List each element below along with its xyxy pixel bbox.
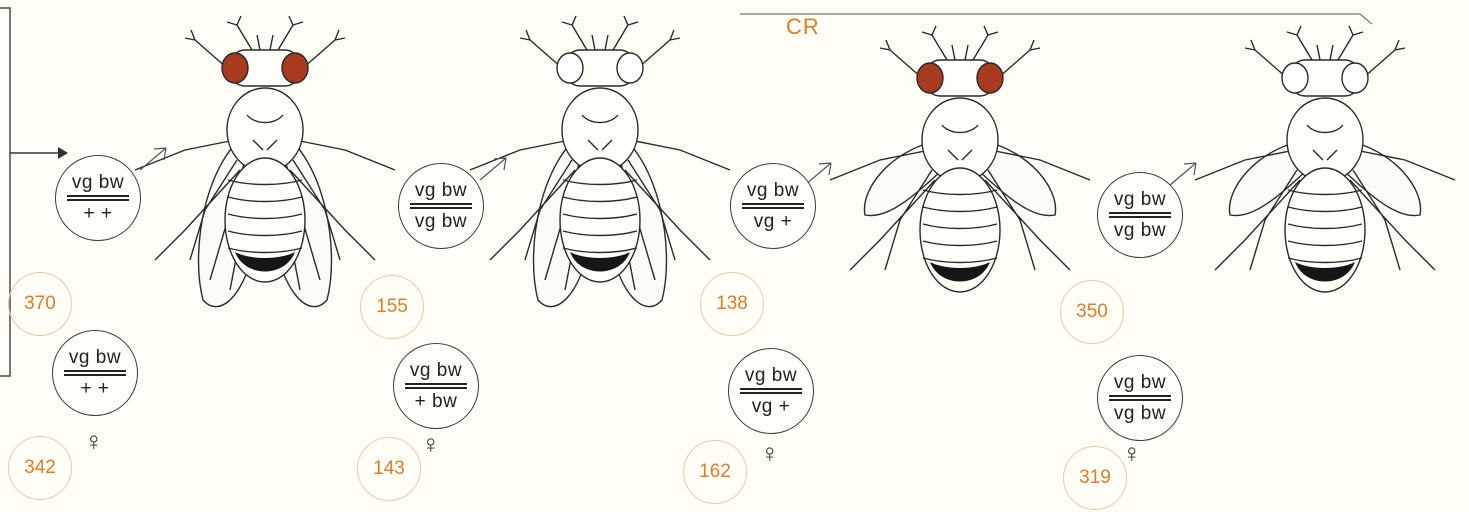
genotype-bottom-allele: + bw <box>415 392 458 412</box>
double-bar <box>1109 212 1171 218</box>
count-badge-1-bottom: 342 <box>8 436 72 500</box>
genotype-circle-4-top: vg bw vg bw <box>1097 172 1183 258</box>
genotype-circle-2-bottom: vg bw + bw <box>393 343 479 429</box>
genotype-top-allele: vg bw <box>415 181 467 201</box>
double-bar <box>410 203 472 209</box>
count-badge-2-bottom: 143 <box>357 437 421 501</box>
double-bar <box>67 195 129 201</box>
genotype-circle-1-bottom: vg bw + + <box>52 330 138 416</box>
fly-2 <box>470 16 730 307</box>
count-badge-3-top: 138 <box>700 272 764 336</box>
genotype-circle-2-top: vg bw vg bw <box>398 163 484 249</box>
genotype-circle-4-bottom: vg bw vg bw <box>1097 355 1183 441</box>
left-eye <box>917 63 943 93</box>
count-badge-1-top: 370 <box>8 272 72 336</box>
right-eye <box>977 63 1003 93</box>
count-badge-3-bottom: 162 <box>683 440 747 504</box>
genotype-bottom-allele: + + <box>81 379 110 399</box>
genotype-bottom-allele: vg + <box>752 397 790 417</box>
fly-4 <box>1195 26 1455 292</box>
genotype-top-allele: vg bw <box>1114 190 1166 210</box>
right-eye <box>282 53 308 83</box>
genotype-top-allele: vg bw <box>745 366 797 386</box>
pointer-arrow <box>1170 163 1196 185</box>
genotype-top-allele: vg bw <box>747 181 799 201</box>
fly-3 <box>830 26 1090 292</box>
double-bar <box>740 388 802 394</box>
genotype-bottom-allele: + + <box>84 204 113 224</box>
genotype-bottom-allele: vg + <box>754 212 792 232</box>
count-badge-4-top: 350 <box>1060 280 1124 344</box>
count-badge-2-top: 155 <box>360 275 424 339</box>
genotype-top-allele: vg bw <box>72 173 124 193</box>
genotype-top-allele: vg bw <box>410 361 462 381</box>
double-bar <box>64 370 126 376</box>
left-eye <box>1282 63 1308 93</box>
female-symbol-icon: ♀ <box>84 428 104 454</box>
genotype-circle-3-top: vg bw vg + <box>730 163 816 249</box>
genotype-top-allele: vg bw <box>1114 373 1166 393</box>
count-badge-4-bottom: 319 <box>1063 446 1127 510</box>
genotype-circle-3-bottom: vg bw vg + <box>728 348 814 434</box>
female-symbol-icon: ♀ <box>1122 440 1142 466</box>
genotype-bottom-allele: vg bw <box>415 212 467 232</box>
double-bar <box>742 203 804 209</box>
genotype-bottom-allele: vg bw <box>1114 404 1166 424</box>
genotype-top-allele: vg bw <box>69 348 121 368</box>
genotype-circle-1-top: vg bw + + <box>55 155 141 241</box>
double-bar <box>1109 395 1171 401</box>
female-symbol-icon: ♀ <box>760 440 780 466</box>
left-eye <box>557 53 583 83</box>
left-eye <box>222 53 248 83</box>
female-symbol-icon: ♀ <box>421 431 441 457</box>
right-eye <box>617 53 643 83</box>
right-eye <box>1342 63 1368 93</box>
genotype-bottom-allele: vg bw <box>1114 221 1166 241</box>
double-bar <box>405 383 467 389</box>
fly-1 <box>135 16 395 307</box>
